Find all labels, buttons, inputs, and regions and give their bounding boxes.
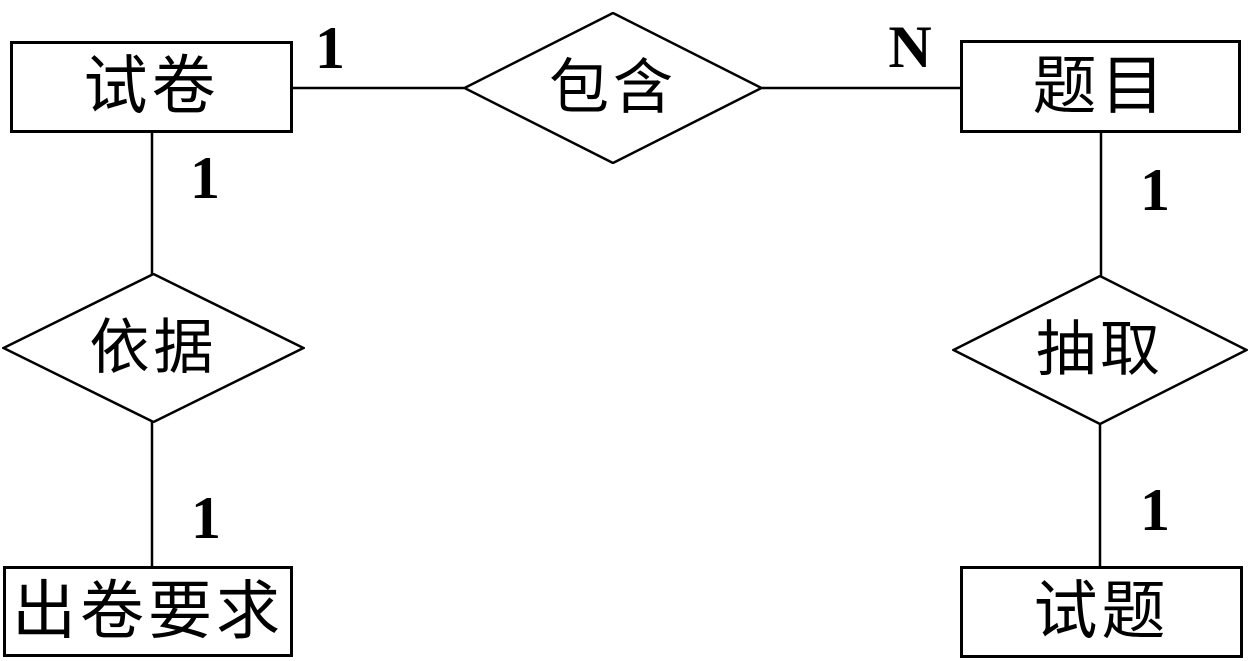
entity-test-item-label: 试题: [1033, 576, 1170, 647]
entity-test-item: 试题: [960, 566, 1243, 658]
cardinality-exam-paper-contains: 1: [315, 15, 345, 81]
cardinality-exam-paper-based-on: 1: [190, 145, 220, 211]
entity-paper-requirement-label: 出卷要求: [12, 575, 284, 647]
relationship-extracts: 抽取: [952, 275, 1248, 425]
entity-question: 题目: [960, 40, 1241, 133]
entity-exam-paper: 试卷: [10, 41, 293, 133]
diamond-shape: [463, 12, 763, 164]
relationship-based-on: 依据: [2, 273, 305, 423]
cardinality-based-on-requirement: 1: [191, 485, 221, 551]
entity-question-label: 题目: [1032, 50, 1169, 122]
relationship-contains-label: 包含: [549, 55, 677, 121]
entity-exam-paper-label: 试卷: [83, 51, 220, 122]
relationship-based-on-label: 依据: [89, 315, 218, 381]
entity-paper-requirement: 出卷要求: [3, 566, 293, 657]
relationship-contains: 包含: [463, 12, 763, 164]
cardinality-question-extracts: 1: [1140, 157, 1170, 223]
cardinality-contains-question: N: [888, 14, 932, 80]
diamond-shape: [952, 275, 1248, 425]
cardinality-extracts-test-item: 1: [1140, 477, 1170, 543]
diamond-shape: [2, 273, 305, 423]
relationship-extracts-label: 抽取: [1036, 317, 1164, 383]
